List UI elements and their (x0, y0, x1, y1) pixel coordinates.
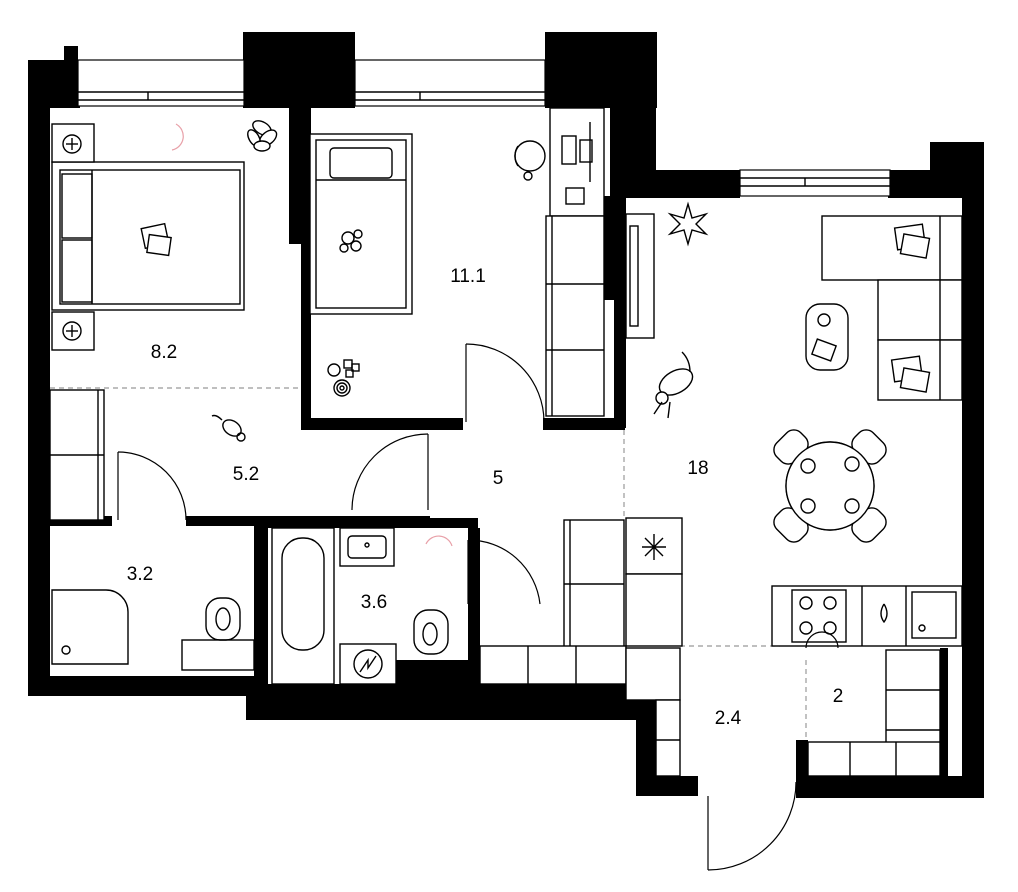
area-label-entrance: 2.4 (715, 708, 742, 729)
cat-icon (653, 351, 694, 419)
dining-table (773, 429, 887, 543)
washbasin (339, 527, 395, 567)
sink-icon (880, 591, 957, 639)
tv-unit (625, 213, 655, 339)
toys-icon (327, 359, 360, 397)
coffee-table (805, 303, 849, 371)
area-label-living-kitchen: 18 (687, 458, 708, 479)
area-label-bathroom-small: 3.2 (127, 564, 153, 585)
desk (549, 107, 605, 217)
wardrobe-corridor (563, 519, 625, 649)
niche-small-bath (181, 639, 255, 671)
doors (117, 343, 839, 871)
area-label-storage: 2 (833, 686, 844, 707)
windows (77, 59, 891, 197)
wardrobe-hall (49, 389, 105, 521)
bathtub (271, 527, 335, 685)
toilet-small (205, 597, 241, 641)
toy-icon (339, 229, 363, 253)
office-chair-icon (514, 140, 546, 181)
area-label-kids-room: 11.1 (450, 266, 486, 287)
storage-shelves (807, 649, 941, 777)
toilet (413, 609, 449, 655)
sofa (821, 215, 963, 401)
area-label-bathroom: 3.6 (361, 592, 387, 613)
window-living (739, 169, 891, 197)
corridor-cabinet (479, 645, 627, 685)
bed-double (51, 161, 245, 311)
window-kids-room (354, 59, 546, 107)
shelf-entrance (625, 647, 681, 777)
area-label-corridor: 5 (493, 468, 504, 489)
nightstand-top (51, 123, 95, 163)
bed-single (309, 133, 413, 315)
window-bedroom (77, 59, 245, 107)
area-labels: 8.2 11.1 5.2 5 18 3.2 3.6 2.4 2 (127, 266, 844, 729)
kitchen-counter (771, 585, 963, 647)
zone-dividers (50, 387, 807, 740)
shower (51, 589, 129, 665)
nightstand-bottom (51, 311, 95, 351)
walls (28, 32, 984, 798)
plant-icon (247, 120, 278, 152)
area-label-bedroom: 8.2 (151, 342, 177, 363)
star-icon (667, 201, 709, 247)
area-label-hall-west: 5.2 (233, 464, 259, 485)
mouse-icon (211, 414, 246, 442)
fridge (625, 517, 683, 647)
wardrobe-kids (545, 215, 605, 417)
boiler-icon (339, 643, 397, 685)
